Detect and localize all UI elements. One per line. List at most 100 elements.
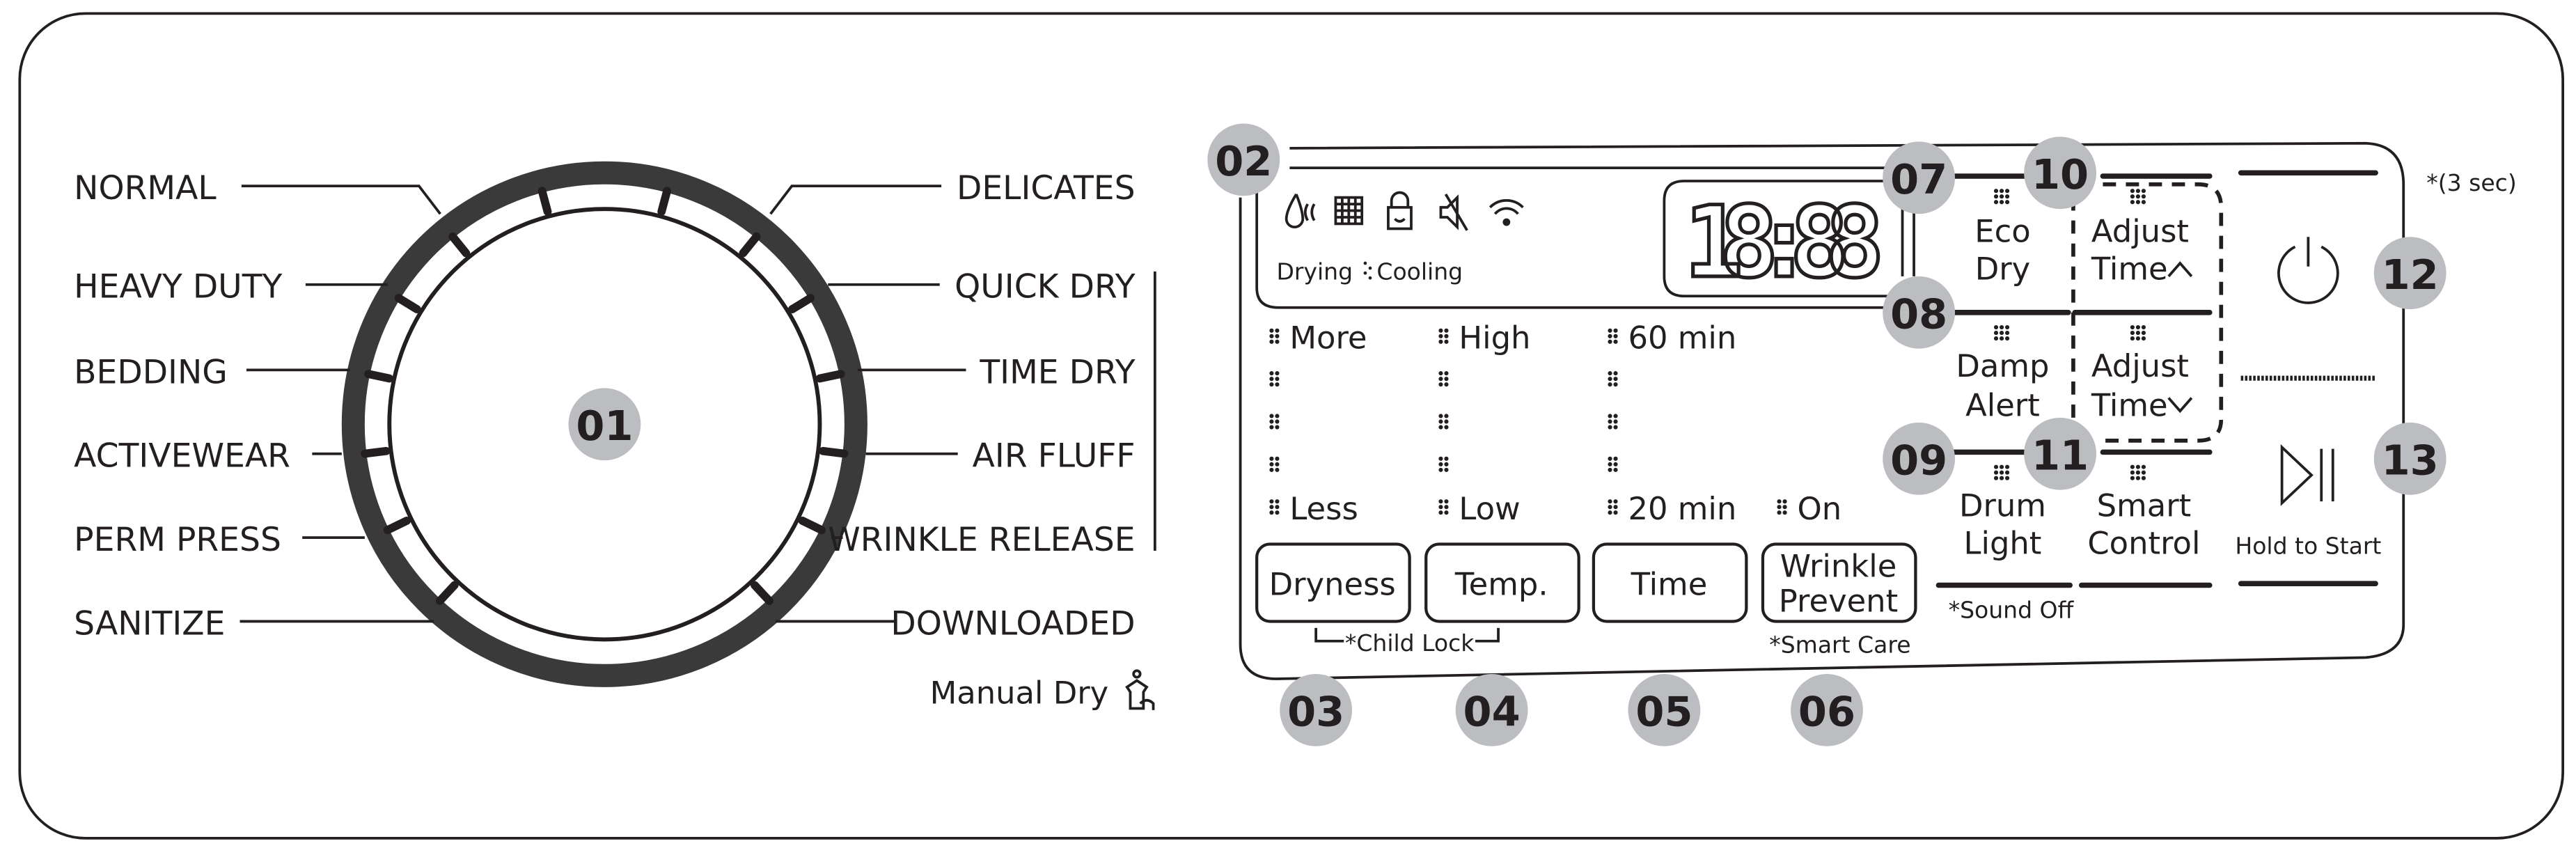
indicator-dot <box>2141 200 2146 205</box>
level-dot <box>1269 334 1274 338</box>
level-dot <box>1613 371 1618 376</box>
level-dot <box>1269 505 1274 510</box>
badge-03-label: 03 <box>1287 688 1344 736</box>
smart-control-label-1: Smart <box>2097 487 2192 524</box>
level-dot <box>1613 419 1618 424</box>
indicator-dot <box>2141 470 2146 475</box>
program-time-dry[interactable]: TIME DRY <box>979 353 1135 391</box>
level-dot <box>1275 510 1280 515</box>
program-normal[interactable]: NORMAL <box>74 169 217 207</box>
program-wrinkle-release[interactable]: WRINKLE RELEASE <box>828 521 1135 559</box>
indicator-dot <box>1993 470 1999 475</box>
level-dot <box>1613 456 1618 461</box>
level-dot <box>1275 419 1280 424</box>
program-air-fluff[interactable]: AIR FLUFF <box>973 437 1136 476</box>
hold-to-start-label: Hold to Start <box>2235 533 2381 560</box>
time-button[interactable]: Time <box>1592 542 1748 623</box>
cycle-dial[interactable]: 01 <box>341 161 867 687</box>
indicator-dot <box>2130 194 2135 199</box>
drum-light-button[interactable]: Drum Light <box>1959 487 2046 561</box>
indicator-dot <box>2005 336 2010 341</box>
dial-leader-lines <box>239 185 1156 623</box>
level-dot <box>1438 419 1443 424</box>
level-dot <box>1269 377 1274 382</box>
wrinkle-prevent-button[interactable]: Wrinkle Prevent <box>1761 542 1917 623</box>
level-dot <box>1438 339 1443 344</box>
child-lock-note: *Child Lock <box>1345 629 1475 657</box>
program-activewear[interactable]: ACTIVEWEAR <box>74 437 290 476</box>
indicator-dot <box>2005 464 2010 469</box>
adjust-time-up-button[interactable]: Adjust Time <box>2091 212 2193 288</box>
badge-08: 08 <box>1883 276 1956 349</box>
indicator-dot <box>2141 194 2146 199</box>
badge-09: 09 <box>1883 422 1956 495</box>
program-delicates[interactable]: DELICATES <box>957 169 1136 207</box>
program-perm-press[interactable]: PERM PRESS <box>74 521 281 559</box>
level-dot <box>1275 339 1280 344</box>
indicator-dot <box>2005 194 2010 199</box>
level-dot <box>1782 510 1787 515</box>
adjust-time-down-button[interactable]: Adjust Time <box>2091 347 2193 424</box>
level-indicators <box>1269 328 1787 515</box>
indicator-dot <box>2135 470 2140 475</box>
level-dot <box>1269 462 1274 466</box>
temp-high: High <box>1459 320 1530 356</box>
indicator-dot <box>2135 336 2140 341</box>
level-dot <box>1608 462 1612 466</box>
level-dot <box>1613 510 1618 515</box>
program-sanitize[interactable]: SANITIZE <box>74 604 225 643</box>
smart-care-note: *Smart Care <box>1769 631 1910 658</box>
program-bedding[interactable]: BEDDING <box>74 353 228 391</box>
indicator-dot <box>1993 324 1999 330</box>
level-dot <box>1438 334 1443 338</box>
eco-dry-button[interactable]: Eco Dry <box>1974 212 2030 287</box>
level-dot <box>1608 456 1612 461</box>
level-dot <box>1269 414 1274 418</box>
badge-08-label: 08 <box>1890 290 1947 338</box>
start-pause-button[interactable]: Hold to Start <box>2235 444 2381 560</box>
level-dot <box>1444 419 1449 424</box>
smart-control-button[interactable]: Smart Control <box>2087 487 2200 561</box>
level-dot <box>1777 499 1782 504</box>
level-dot <box>1275 328 1280 333</box>
temp-button[interactable]: Temp. <box>1424 542 1580 623</box>
level-dot <box>1608 382 1612 387</box>
indicator-dot <box>1999 194 2004 199</box>
dryness-button[interactable]: Dryness <box>1255 542 1411 623</box>
badge-02 <box>1207 123 1280 196</box>
level-dot <box>1444 425 1449 430</box>
indicator-dot <box>2130 476 2135 480</box>
indicator-dot <box>2135 331 2140 336</box>
level-dot <box>1444 456 1449 461</box>
badge-05-label: 05 <box>1635 688 1693 736</box>
damp-alert-button[interactable]: Damp Alert <box>1956 347 2049 424</box>
power-button[interactable] <box>2277 237 2339 304</box>
manual-dry-icon <box>1125 669 1155 710</box>
digit-display-frame <box>1663 180 1890 298</box>
program-quick-dry[interactable]: QUICK DRY <box>955 268 1136 306</box>
dial-tick <box>394 294 421 313</box>
level-dot <box>1438 371 1443 376</box>
level-dot <box>1269 510 1274 515</box>
level-dot <box>1444 462 1449 466</box>
control-panel-outline <box>1239 141 2405 680</box>
dial-tick <box>364 370 393 383</box>
badge-13-label: 13 <box>2382 437 2439 485</box>
program-downloaded[interactable]: DOWNLOADED <box>890 604 1135 643</box>
indicator-dot <box>2005 324 2010 330</box>
indicator-dot <box>1999 331 2004 336</box>
dial-tick <box>383 516 411 535</box>
program-heavy-duty[interactable]: HEAVY DUTY <box>74 268 282 306</box>
indicator-dot <box>2135 324 2140 330</box>
badge-11: 11 <box>2024 417 2096 490</box>
indicator-dot <box>1999 464 2004 469</box>
badge-03: 03 <box>1280 673 1353 746</box>
level-dot <box>1613 339 1618 344</box>
level-dot <box>1608 510 1612 515</box>
level-dot <box>1269 382 1274 387</box>
damp-alert-label-2: Alert <box>1965 386 2040 423</box>
badge-01-label: 01 <box>576 402 633 450</box>
indicator-dot <box>2141 464 2146 469</box>
dial-tick <box>788 294 815 313</box>
